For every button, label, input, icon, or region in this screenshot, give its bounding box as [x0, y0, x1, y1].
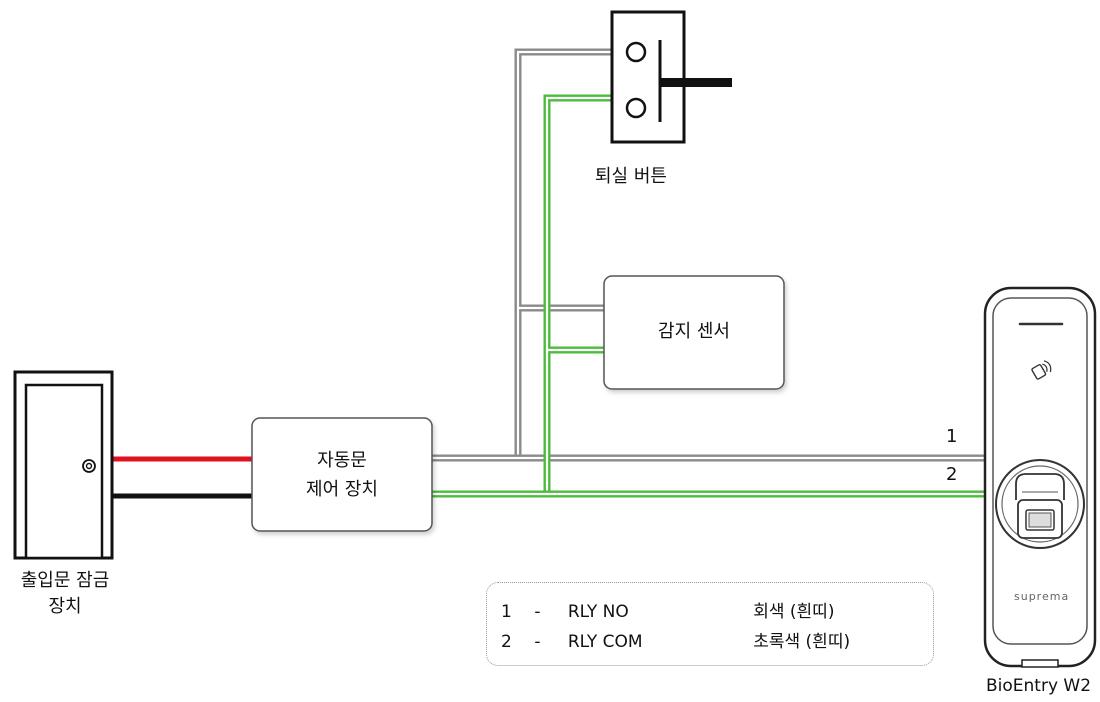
door-lock-label-line1: 출입문 잠금: [20, 570, 110, 591]
legend-dash: -: [534, 632, 541, 652]
controller-label-line1: 자동문: [317, 450, 367, 471]
legend-num: 1: [501, 602, 512, 622]
exit-button-label: 퇴실 버튼: [595, 166, 667, 187]
sensor-box: [603, 275, 785, 390]
controller-box: [251, 417, 433, 532]
device-label: BioEntry W2: [986, 676, 1092, 696]
exit-button-symbol: [610, 10, 732, 144]
legend-row: 1 - RLY NO 회색 (흰띠): [501, 597, 834, 622]
door-lock-label-line2: 장치: [48, 596, 82, 617]
legend-box: 1 - RLY NO 회색 (흰띠) 2 - RLY COM 초록색 (흰띠): [486, 582, 934, 666]
controller-label-line2: 제어 장치: [306, 479, 378, 500]
legend-num: 2: [501, 632, 512, 652]
legend-signal: RLY COM: [567, 632, 643, 652]
wire-marker-2: 2: [946, 464, 958, 485]
rfid-card-icon: [1031, 360, 1052, 380]
sensor-label: 감지 센서: [658, 321, 730, 342]
gray-wire: [514, 48, 985, 462]
bioentry-device: [983, 286, 1097, 668]
legend-color: 초록색 (흰띠): [753, 632, 851, 652]
legend-signal: RLY NO: [567, 602, 629, 622]
door-lock-symbol: [13, 370, 114, 560]
wire-marker-1: 1: [946, 426, 958, 447]
legend-dash: -: [534, 602, 541, 622]
legend-color: 회색 (흰띠): [753, 602, 835, 622]
legend-row: 2 - RLY COM 초록색 (흰띠): [501, 627, 850, 652]
device-brand-logo: suprema: [1014, 590, 1070, 603]
fingerprint-sensor-icon: [995, 459, 1085, 549]
green-wire: [543, 94, 985, 498]
